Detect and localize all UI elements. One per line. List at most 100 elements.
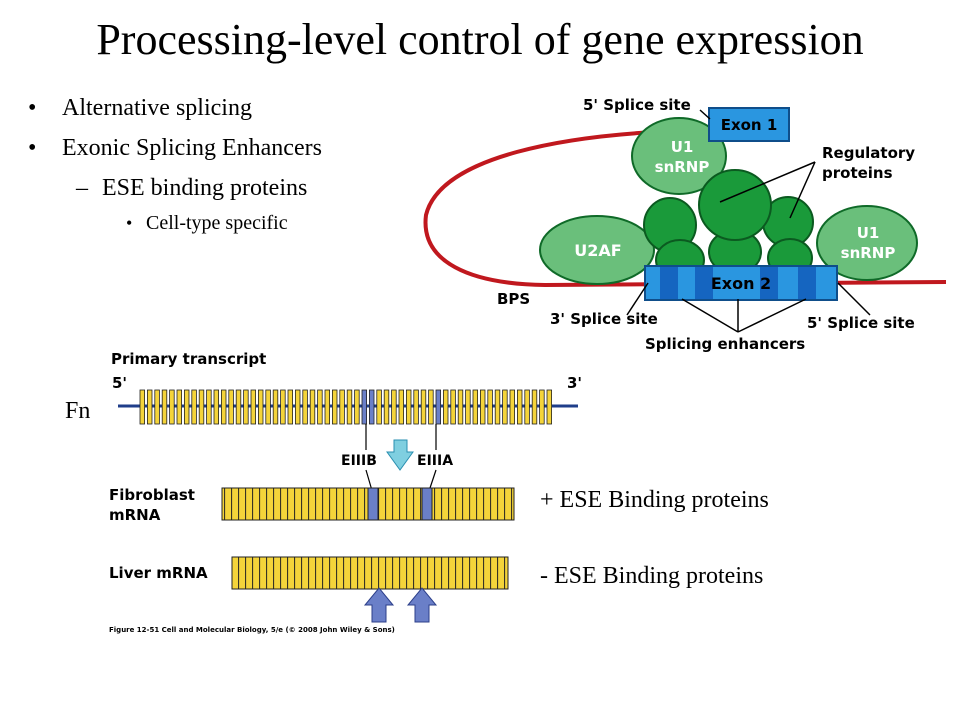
sub-sub-bullet-cell-type-specific: • Cell-type specific (24, 210, 322, 236)
exon-segment (309, 389, 316, 425)
exon-1-label: Exon 1 (721, 116, 778, 134)
exon-segment (391, 389, 397, 425)
exon-segment (272, 389, 279, 425)
pointer-lines (626, 109, 871, 333)
exon-segment (398, 389, 404, 425)
splicing-enhancers-label: Splicing enhancers (645, 335, 805, 353)
bullet-alternative-splicing: • Alternative splicing (24, 92, 322, 132)
eiiib-label: EIIIB (341, 453, 377, 469)
eiiia-exon-fibroblast (421, 487, 433, 521)
exon-segment (339, 389, 345, 425)
exon-2-label: Exon 2 (711, 274, 771, 293)
sub-bullet-ese-binding-proteins: – ESE binding proteins (24, 172, 322, 210)
exon-segment (324, 389, 330, 425)
exon-segment (502, 389, 508, 425)
bullet-dot: • (126, 213, 133, 233)
fibronectin-splicing-diagram: Primary transcript 5' 3' Fn EIIIB EIIIA … (65, 350, 769, 634)
rna-strand (423, 128, 947, 288)
fibroblast-mrna-label-1: Fibroblast (109, 486, 195, 504)
exon-segment (176, 389, 182, 425)
eiiib-exon-fibroblast (367, 487, 379, 521)
bullet-dot: • (28, 95, 37, 121)
exon-segment (220, 389, 227, 425)
alternative-exon (361, 389, 367, 425)
exon-segment (420, 389, 427, 425)
exon-segment (191, 389, 197, 425)
exon-segment (472, 389, 478, 425)
exon-1-box (708, 107, 790, 142)
exon-segment (531, 389, 538, 425)
three-prime-splice-site-label: 3' Splice site (550, 310, 658, 328)
exon-segment (257, 389, 264, 425)
primary-transcript-exons (139, 389, 552, 425)
figure-caption: Figure 12-51 Cell and Molecular Biology,… (109, 626, 395, 634)
exon-segment (302, 389, 308, 425)
bullet-dash: – (76, 175, 88, 201)
five-prime-splice-site-bottom-label: 5' Splice site (807, 314, 915, 332)
bullet-text: Cell-type specific (146, 212, 288, 234)
up-arrow-icon (406, 587, 438, 623)
u2af-protein (539, 215, 655, 285)
five-prime-label: 5' (112, 374, 127, 392)
five-prime-splice-site-top-label: 5' Splice site (583, 96, 691, 114)
u1-snrnp-top-label-1: U1 (671, 138, 694, 156)
exon-segment (517, 389, 523, 425)
alternative-exon (368, 389, 375, 425)
u2af-label: U2AF (574, 241, 621, 260)
exon-segment (287, 389, 293, 425)
exon-segment (154, 389, 160, 425)
fibroblast-mrna-label-2: mRNA (109, 506, 161, 524)
exon-segment (169, 389, 175, 425)
bullet-dot: • (28, 135, 37, 161)
plus-ese-binding-proteins-label: + ESE Binding proteins (540, 487, 769, 513)
u1-snrnp-right (816, 205, 918, 281)
exon-segment (265, 389, 271, 425)
exon-segment (457, 389, 464, 425)
liver-mrna-label: Liver mRNA (109, 564, 208, 582)
slide-title: Processing-level control of gene express… (96, 15, 864, 64)
exon-segment (383, 389, 390, 425)
exon-segment (294, 389, 301, 425)
exon-segment (524, 389, 530, 425)
bullet-text: Alternative splicing (62, 95, 252, 121)
exon-segment (487, 389, 493, 425)
exon-segment (509, 389, 515, 425)
exon-segment (428, 389, 434, 425)
exon-segment (331, 389, 338, 425)
exon-segment (376, 389, 382, 425)
exon-segment (465, 389, 471, 425)
liver-mrna-bar (231, 556, 509, 590)
up-arrow-icon (363, 587, 395, 623)
exon-segment (228, 389, 234, 425)
exon-segment (442, 389, 449, 425)
exon-segment (243, 389, 249, 425)
exon-segment (206, 389, 212, 425)
bps-label: BPS (497, 290, 530, 308)
exon-segment (250, 389, 256, 425)
three-prime-label: 3' (567, 374, 582, 392)
exon-segment (479, 389, 486, 425)
alternative-exon (435, 389, 441, 425)
minus-ese-binding-proteins-label: - ESE Binding proteins (540, 563, 763, 589)
exon-segment (139, 389, 145, 425)
exon-segment (354, 389, 360, 425)
exon-segment (494, 389, 501, 425)
bullet-exonic-splicing-enhancers: • Exonic Splicing Enhancers (24, 132, 322, 172)
exon-segment (346, 389, 353, 425)
u1-snrnp-right-label-2: snRNP (841, 244, 896, 262)
exon-segment (161, 389, 168, 425)
splice-site-diagram: 5' Splice site Exon 1 U1 snRNP Regulator… (423, 96, 947, 353)
eiiia-label: EIIIA (417, 453, 453, 469)
fn-label: Fn (65, 398, 90, 424)
u1-snrnp-top (631, 117, 727, 195)
exon-segment (405, 389, 412, 425)
exon-segment (235, 389, 242, 425)
exon-segment (198, 389, 205, 425)
down-arrow-icon (386, 439, 414, 471)
exon-segment (317, 389, 323, 425)
bullet-text: Exonic Splicing Enhancers (62, 135, 322, 161)
exon-segment (539, 389, 545, 425)
u1-snrnp-top-label-2: snRNP (655, 158, 710, 176)
primary-transcript-label: Primary transcript (111, 350, 266, 368)
bullet-text: ESE binding proteins (102, 175, 308, 201)
